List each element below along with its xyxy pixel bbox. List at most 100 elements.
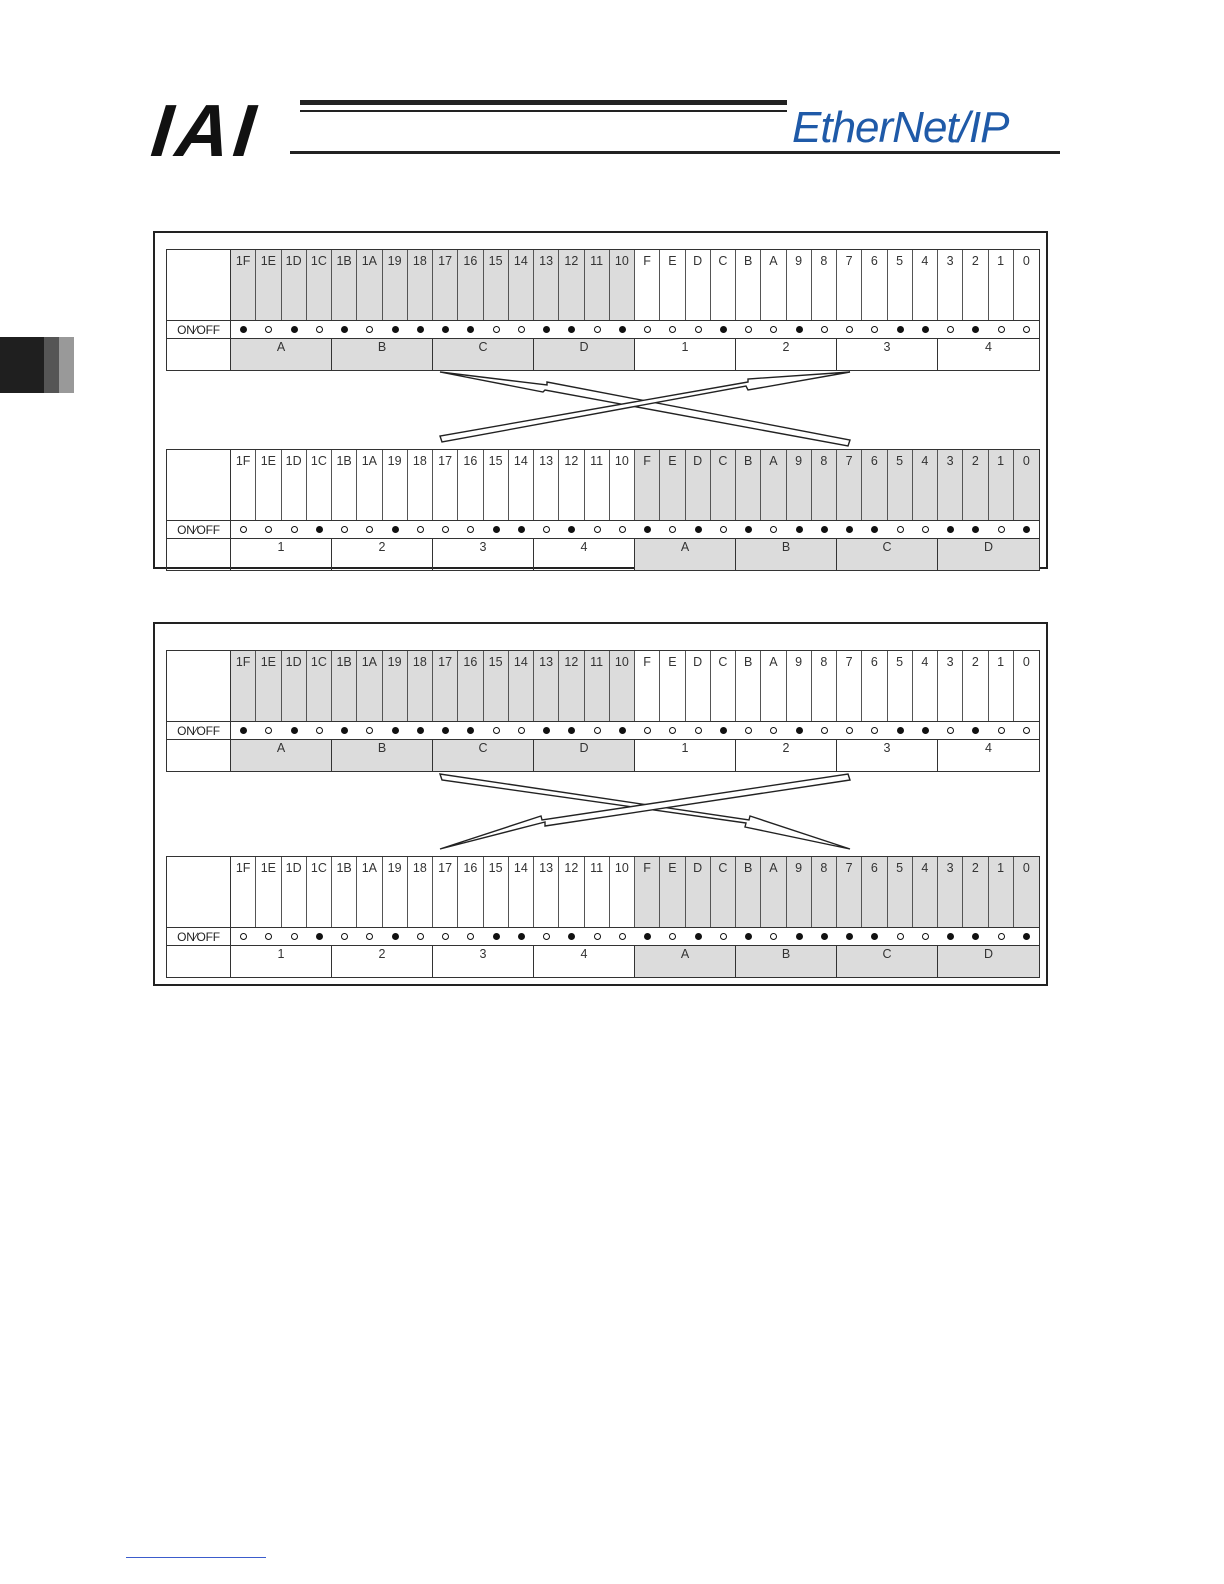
bit-state-cell bbox=[1014, 521, 1039, 538]
bit-state-cell bbox=[357, 928, 382, 945]
group-cell: A bbox=[231, 339, 332, 370]
bit-state-cell bbox=[761, 928, 786, 945]
bit-off-marker bbox=[997, 727, 1005, 734]
bit-number-cell: 9 bbox=[786, 450, 812, 520]
bit-off-marker bbox=[265, 326, 273, 333]
bit-state-cell bbox=[787, 521, 812, 538]
bit-number-cell: 4 bbox=[913, 250, 938, 320]
bit-number-cell: 14 bbox=[509, 857, 534, 927]
bit-state-cell bbox=[862, 321, 887, 338]
bit-state-cell bbox=[256, 722, 281, 739]
bit-state-cell bbox=[610, 521, 635, 538]
bit-on-marker bbox=[492, 933, 500, 940]
bit-number-cell: 8 bbox=[812, 250, 837, 320]
bit-state-cell bbox=[736, 722, 761, 739]
bit-state-cell bbox=[282, 521, 307, 538]
bit-state-cell bbox=[761, 521, 786, 538]
bit-on-marker bbox=[820, 526, 828, 533]
bit-number-cell: A bbox=[761, 450, 787, 520]
bit-on-marker bbox=[972, 727, 980, 734]
group-cell: B bbox=[736, 946, 837, 977]
bit-number-cell: 1A bbox=[357, 857, 383, 927]
on-off-row: ON∕OFF bbox=[167, 521, 1039, 539]
bit-on-marker bbox=[846, 526, 854, 533]
group-cell: A bbox=[231, 740, 332, 771]
bit-state-cell bbox=[736, 321, 761, 338]
ethernet-ip-brand: EtherNet/IP bbox=[792, 103, 1009, 152]
bit-number-cell: B bbox=[736, 651, 762, 721]
bit-state-cell bbox=[938, 928, 963, 945]
bit-number-cell: 1D bbox=[281, 250, 307, 320]
bit-on-marker bbox=[240, 727, 248, 734]
bit-state-cell bbox=[989, 521, 1014, 538]
bit-on-marker bbox=[644, 933, 652, 940]
bit-on-marker bbox=[745, 526, 753, 533]
bit-state-cell bbox=[963, 928, 988, 945]
bit-off-marker bbox=[265, 727, 273, 734]
bit-state-cell bbox=[812, 722, 837, 739]
bit-off-marker bbox=[341, 526, 349, 533]
bit-number-cell: 16 bbox=[458, 651, 484, 721]
bit-on-marker bbox=[719, 326, 727, 333]
group-cell: 3 bbox=[837, 740, 938, 771]
bit-off-marker bbox=[1022, 326, 1030, 333]
bit-state-cell bbox=[559, 722, 584, 739]
bit-state-cell bbox=[761, 722, 786, 739]
group-cell: 4 bbox=[534, 946, 635, 977]
group-cell: 2 bbox=[332, 946, 433, 977]
bit-state-cell bbox=[635, 928, 660, 945]
bit-state-cell bbox=[787, 928, 812, 945]
bit-on-marker bbox=[492, 526, 500, 533]
bit-state-cell bbox=[307, 521, 332, 538]
bit-number-cell: 4 bbox=[912, 450, 938, 520]
bit-on-marker bbox=[290, 326, 298, 333]
bit-state-cell bbox=[383, 321, 408, 338]
bit-number-cell: 0 bbox=[1022, 655, 1030, 669]
bit-state-cell bbox=[307, 321, 332, 338]
bit-state-cell bbox=[812, 521, 837, 538]
on-off-row: ON∕OFF bbox=[167, 321, 1039, 339]
bit-number-cell: 1D bbox=[282, 857, 307, 927]
bit-state-cell bbox=[610, 928, 635, 945]
group-cell: D bbox=[938, 946, 1039, 977]
bit-off-marker bbox=[315, 727, 323, 734]
bit-off-marker bbox=[517, 326, 525, 333]
bit-state-cell bbox=[458, 722, 483, 739]
bit-off-marker bbox=[719, 526, 727, 533]
bit-state-cell bbox=[282, 722, 307, 739]
bit-number-cell: 7 bbox=[837, 857, 863, 927]
bit-number-cell: D bbox=[685, 450, 711, 520]
group-cell: 4 bbox=[985, 340, 992, 354]
on-off-label: ON∕OFF bbox=[167, 928, 231, 945]
group-cell: C bbox=[433, 740, 534, 771]
bit-off-marker bbox=[921, 526, 929, 533]
on-off-label: ON∕OFF bbox=[167, 321, 231, 338]
bit-off-marker bbox=[593, 526, 601, 533]
bit-state-cell bbox=[888, 521, 913, 538]
bit-off-marker bbox=[366, 727, 374, 734]
bit-state-cell bbox=[307, 928, 332, 945]
bit-state-cell bbox=[913, 321, 938, 338]
bit-state-cell bbox=[231, 321, 256, 338]
bit-state-cell bbox=[559, 321, 584, 338]
group-cell: D bbox=[534, 339, 635, 370]
bit-on-marker bbox=[442, 326, 450, 333]
bit-number-cell: 2 bbox=[963, 857, 989, 927]
bit-number-cell: 6 bbox=[862, 857, 888, 927]
bit-on-marker bbox=[618, 727, 626, 734]
bit-number-cell: D bbox=[686, 250, 711, 320]
bit-on-marker bbox=[416, 326, 424, 333]
bit-number-cell: F bbox=[635, 450, 661, 520]
bit-state-cell bbox=[534, 521, 559, 538]
bit-on-marker bbox=[391, 526, 399, 533]
bit-on-marker bbox=[745, 933, 753, 940]
bit-state-cell bbox=[989, 722, 1014, 739]
bit-number-cell: 1A bbox=[357, 450, 383, 520]
bit-number-cell: 17 bbox=[433, 250, 459, 320]
bit-state-cell bbox=[837, 521, 862, 538]
bit-state-cell bbox=[458, 928, 483, 945]
